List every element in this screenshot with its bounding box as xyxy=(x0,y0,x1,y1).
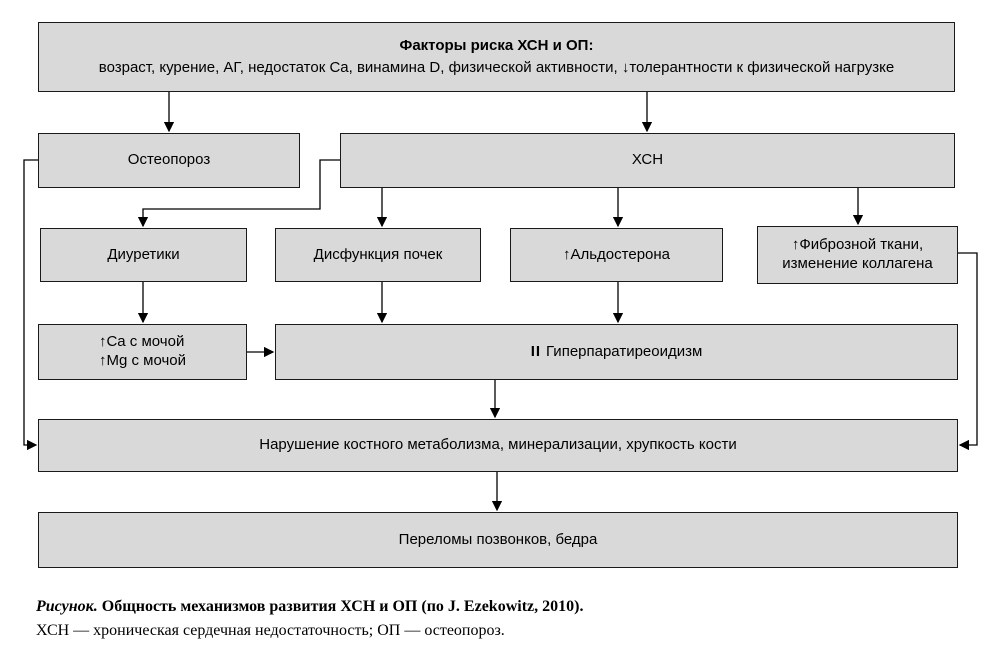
aldosterone-label: ↑Альдостерона xyxy=(562,245,671,263)
fibrous-tissue-line2: изменение коллагена xyxy=(782,255,933,272)
urine-loss-text: ↑Ca с мочой ↑Mg с мочой xyxy=(99,333,186,371)
arrow-chf-to-diuretics xyxy=(137,159,340,228)
risk-factors-subtitle: возраст, курение, АГ, недостаток Ca, вин… xyxy=(98,58,895,76)
caption-legend: ХСН — хроническая сердечная недостаточно… xyxy=(36,622,505,639)
risk-factors-title: Факторы риска ХСН и ОП: xyxy=(399,36,594,54)
chf-label: ХСН xyxy=(631,151,664,169)
urine-loss-line1: ↑Ca с мочой xyxy=(98,333,185,351)
box-osteoporosis: Остеопороз xyxy=(38,133,300,188)
box-fractures: Переломы позвонков, бедра xyxy=(38,512,958,568)
box-diuretics: Диуретики xyxy=(40,228,247,282)
hyperparathyroidism-prefix: II xyxy=(530,342,542,360)
arrow-osteoporosis-to-bone xyxy=(23,159,38,451)
caption-title: Общность механизмов развития ХСН и ОП (п… xyxy=(101,598,584,615)
box-aldosterone: ↑Альдостерона xyxy=(510,228,723,282)
box-chf: ХСН xyxy=(340,133,955,188)
box-bone-metabolism: Нарушение костного метаболизма, минерали… xyxy=(38,419,958,472)
hyperparathyroidism-label: Гиперпаратиреоидизм xyxy=(546,342,703,360)
renal-dysfunction-label: Дисфункция почек xyxy=(313,245,443,263)
diuretics-label: Диуретики xyxy=(107,245,180,263)
figure-caption: Рисунок. Общность механизмов развития ХС… xyxy=(36,598,966,640)
arrow-fibrous-to-bone xyxy=(958,252,978,451)
box-fibrous-tissue: ↑Фиброзной ткани, изменение коллагена xyxy=(757,226,958,284)
box-urine-loss: ↑Ca с мочой ↑Mg с мочой xyxy=(38,324,247,380)
box-renal-dysfunction: Дисфункция почек xyxy=(275,228,481,282)
box-hyperparathyroidism: II Гиперпаратиреоидизм xyxy=(275,324,958,380)
caption-title-line: Рисунок. Общность механизмов развития ХС… xyxy=(36,598,966,616)
box-risk-factors: Факторы риска ХСН и ОП: возраст, курение… xyxy=(38,22,955,92)
osteoporosis-label: Остеопороз xyxy=(127,151,211,169)
fractures-label: Переломы позвонков, бедра xyxy=(398,530,598,548)
caption-figure-word: Рисунок. xyxy=(36,598,98,615)
fibrous-tissue-line1: ↑Фиброзной ткани, xyxy=(791,236,924,254)
urine-loss-line2: ↑Mg с мочой xyxy=(98,352,187,369)
bone-metabolism-label: Нарушение костного метаболизма, минерали… xyxy=(259,436,737,454)
